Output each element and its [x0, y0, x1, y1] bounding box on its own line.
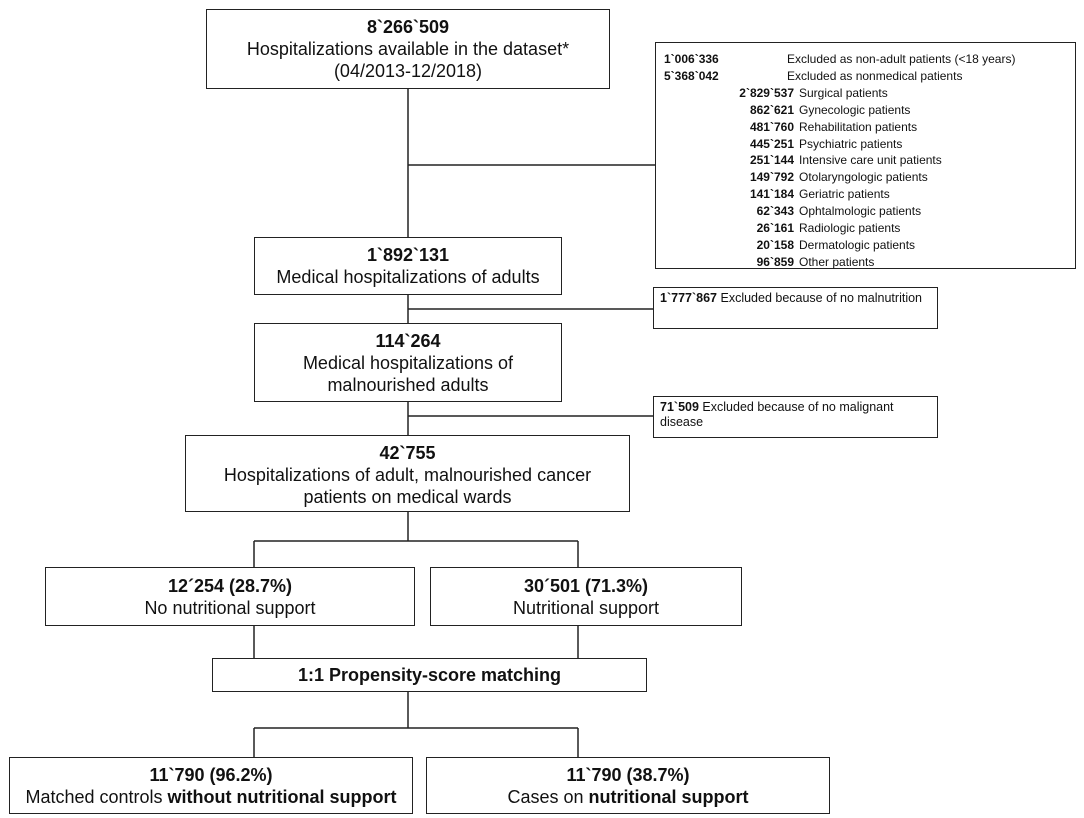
total-period: (04/2013-12/2018)	[333, 61, 483, 81]
excl-no-malnutrition-label: Excluded because of no malnutrition	[720, 291, 922, 305]
no-support-label: No nutritional support	[144, 598, 316, 618]
exclusion-sub-label: Surgical patients	[799, 85, 888, 100]
matching-label: 1:1 Propensity-score matching	[297, 665, 562, 685]
cancer-count: 42`755	[379, 443, 436, 463]
controls-label: Matched controls without nutritional sup…	[10, 786, 412, 808]
no-support-box: 12´254 (28.7%) No nutritional support	[45, 567, 415, 626]
exclusion-main-label: Excluded as non-adult patients (<18 year…	[787, 52, 1016, 66]
controls-label-bold: without nutritional support	[167, 787, 397, 807]
cases-label: Cases on nutritional support	[427, 786, 829, 808]
exclusion-sub-count: 20`158	[756, 237, 794, 252]
exclusion-sub-count: 96`859	[756, 254, 794, 269]
exclusion-sub-label: Otolaryngologic patients	[799, 170, 928, 185]
exclusion-sub-label: Gynecologic patients	[799, 102, 911, 117]
excl-no-malignant-box: 71`509 Excluded because of no malignant …	[653, 396, 938, 438]
exclusion-sub-row: 481`760 Rehabilitation patients	[656, 119, 1075, 135]
excl-no-malignant-count: 71`509	[660, 400, 699, 414]
excl-no-malnutrition-count: 1`777`867	[660, 291, 717, 305]
controls-box: 11`790 (96.2%) Matched controls without …	[9, 757, 413, 814]
exclusion-sub-row: 26`161 Radiologic patients	[656, 220, 1075, 236]
cases-label-bold: nutritional support	[588, 787, 749, 807]
exclusion-sub-row: 62`343 Ophtalmologic patients	[656, 203, 1075, 219]
exclusion-main-label: Excluded as nonmedical patients	[787, 68, 963, 83]
exclusion-sub-label: Dermatologic patients	[799, 237, 916, 252]
exclusion-sub-label: Rehabilitation patients	[799, 119, 918, 134]
exclusion-sub-row: 20`158 Dermatologic patients	[656, 237, 1075, 253]
cases-count: 11`790 (38.7%)	[566, 765, 690, 785]
total-label: Hospitalizations available in the datase…	[246, 39, 570, 59]
medical-adults-count: 1`892`131	[366, 245, 450, 265]
exclusion-sub-row: 149`792 Otolaryngologic patients	[656, 169, 1075, 185]
medical-adults-label: Medical hospitalizations of adults	[276, 267, 540, 287]
exclusion-sub-row: 445`251 Psychiatric patients	[656, 136, 1075, 152]
exclusion-sub-label: Intensive care unit patients	[799, 153, 942, 168]
cases-label-plain: Cases on	[507, 787, 589, 807]
exclusion-sub-row: 251`144 Intensive care unit patients	[656, 152, 1075, 168]
no-support-count: 12´254 (28.7%)	[167, 576, 293, 596]
support-box: 30´501 (71.3%) Nutritional support	[430, 567, 742, 626]
controls-count: 11`790 (96.2%)	[149, 765, 273, 785]
exclusion-sub-row: 141`184 Geriatric patients	[656, 186, 1075, 202]
exclusion-main-count: 5`368`042	[664, 68, 719, 83]
exclusion-sub-row: 2`829`537 Surgical patients	[656, 85, 1075, 101]
exclusion-sub-count: 481`760	[749, 119, 794, 134]
matching-box: 1:1 Propensity-score matching	[212, 658, 647, 692]
malnourished-label-2: malnourished adults	[327, 375, 489, 395]
exclusion-main-row: 5`368`042 Excluded as nonmedical patients	[656, 68, 1075, 84]
malnourished-box: 114`264 Medical hospitalizations of maln…	[254, 323, 562, 402]
exclusion-sub-count: 149`792	[749, 170, 794, 185]
malnourished-label-1: Medical hospitalizations of	[302, 353, 514, 373]
exclusion-sub-count: 251`144	[749, 153, 794, 168]
excl-no-malignant-label: Excluded because of no malignant disease	[660, 400, 894, 429]
exclusion-sub-label: Other patients	[799, 254, 875, 269]
malnourished-count: 114`264	[375, 331, 441, 351]
exclusion-sub-count: 26`161	[756, 221, 794, 235]
cases-box: 11`790 (38.7%) Cases on nutritional supp…	[426, 757, 830, 814]
exclusion-sub-label: Radiologic patients	[799, 221, 901, 235]
exclusion-sub-row: 862`621 Gynecologic patients	[656, 102, 1075, 118]
excl-no-malnutrition-box: 1`777`867 Excluded because of no malnutr…	[653, 287, 938, 329]
cancer-label-2: patients on medical wards	[303, 487, 512, 507]
cancer-patients-box: 42`755 Hospitalizations of adult, malnou…	[185, 435, 630, 512]
controls-label-plain: Matched controls	[25, 787, 168, 807]
exclusion-list-box: 1`006`336 Excluded as non-adult patients …	[655, 42, 1076, 269]
total-count: 8`266`509	[366, 17, 450, 37]
exclusion-sub-count: 2`829`537	[739, 85, 794, 100]
total-hospitalizations-box: 8`266`509 Hospitalizations available in …	[206, 9, 610, 89]
exclusion-sub-count: 62`343	[756, 204, 794, 219]
exclusion-sub-row: 96`859 Other patients	[656, 254, 1075, 270]
exclusion-sub-count: 862`621	[749, 102, 794, 117]
medical-adults-box: 1`892`131 Medical hospitalizations of ad…	[254, 237, 562, 295]
exclusion-sub-label: Ophtalmologic patients	[799, 204, 922, 219]
exclusion-sub-label: Geriatric patients	[799, 187, 890, 202]
exclusion-sub-count: 445`251	[749, 136, 794, 151]
support-label: Nutritional support	[512, 598, 660, 618]
cancer-label-1: Hospitalizations of adult, malnourished …	[223, 465, 592, 485]
support-count: 30´501 (71.3%)	[523, 576, 649, 596]
exclusion-main-count: 1`006`336	[664, 52, 719, 66]
exclusion-sub-label: Psychiatric patients	[799, 136, 903, 151]
exclusion-main-row: 1`006`336 Excluded as non-adult patients …	[656, 51, 1075, 67]
exclusion-sub-count: 141`184	[749, 187, 794, 202]
